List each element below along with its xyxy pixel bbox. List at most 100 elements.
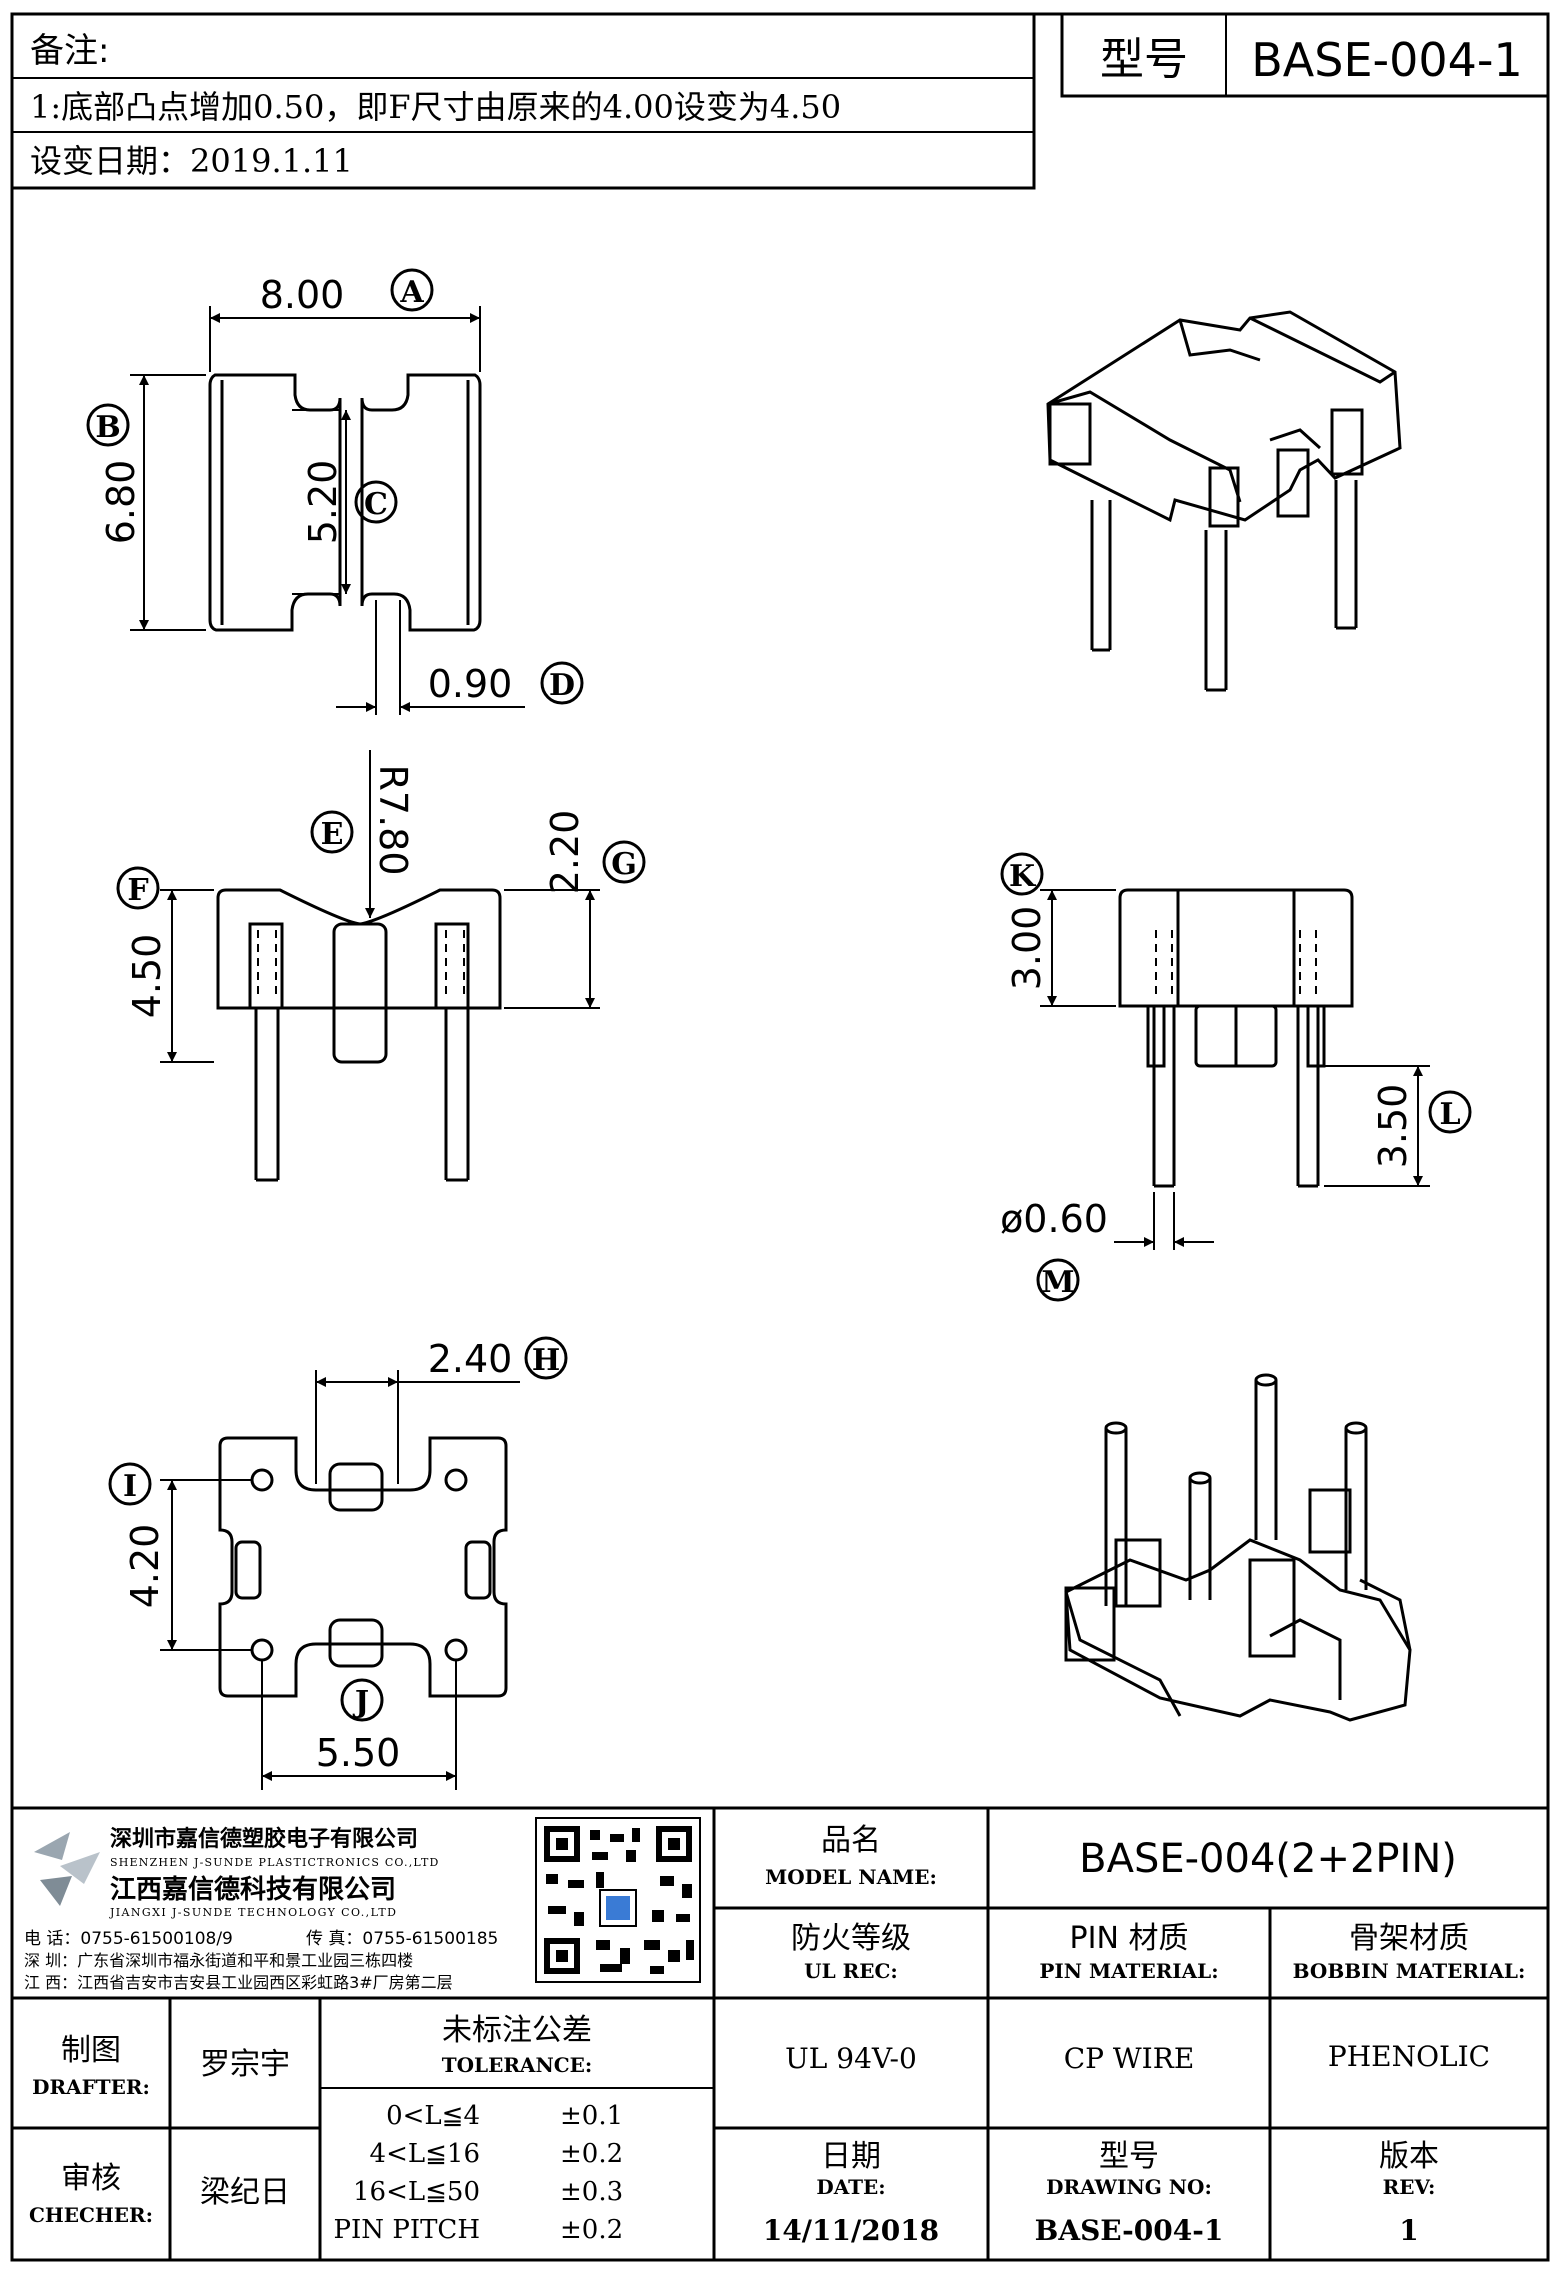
tolerance-label-cn: 未标注公差 (442, 2013, 592, 2048)
tol-range-3: 16<L≦50 (353, 2177, 480, 2207)
dim-m-value: ø0.60 (1000, 1197, 1108, 1241)
company-address-sz: 深 圳：广东省深圳市福永街道和平和景工业园三栋四楼 (24, 1951, 413, 1970)
dim-g-value: 2.20 (543, 810, 587, 895)
dim-m-tag-circle (1036, 1258, 1080, 1302)
ul-rec-value: UL 94V-0 (785, 2042, 917, 2075)
model-value: BASE-004-1 (1251, 33, 1523, 87)
dim-k-value: 3.00 (1005, 906, 1049, 991)
drafter-value: 罗宗宇 (200, 2047, 290, 2082)
date-label-cn: 日期 (821, 2139, 881, 2174)
model-name-label-en: MODEL NAME: (765, 1865, 937, 1889)
company-name-sz: 深圳市嘉信德塑胶电子有限公司 (110, 1826, 418, 1852)
front-view-labels: 4.50 F 2.20 G R7.80 E (116, 764, 646, 1019)
dim-h-value: 2.40 (428, 1337, 513, 1381)
bottom-view-labels: 2.40 H 4.20 I 5.50 J (108, 1336, 568, 1775)
company-fax: 传 真：0755-61500185 (306, 1929, 498, 1949)
dim-c-tag: C (364, 487, 388, 522)
notes-label: 备注: (30, 31, 109, 71)
dim-b-tag: B (95, 410, 120, 445)
bottom-view (218, 1436, 508, 1698)
dim-l-value: 3.50 (1371, 1084, 1415, 1169)
dim-f-value: 4.50 (125, 934, 169, 1019)
front-view-dims (160, 750, 600, 1063)
top-view-labels: 8.00 A 6.80 B 5.20 C 0.90 D (86, 268, 584, 706)
top-view (208, 373, 482, 632)
tol-range-2: 4<L≦16 (370, 2139, 480, 2169)
dim-b-tag-circle (86, 403, 130, 447)
dim-m-tag: M (1041, 1265, 1074, 1300)
ul-rec-label-en: UL REC: (804, 1959, 898, 1983)
checker-value: 梁纪日 (200, 2175, 290, 2210)
iso-view-bottom (1064, 1373, 1412, 1722)
tolerance-label-en: TOLERANCE: (442, 2053, 593, 2077)
dim-a-value: 8.00 (260, 273, 345, 317)
dim-l-tag: L (1439, 1097, 1460, 1132)
model-box: 型号 BASE-004-1 (1060, 12, 1550, 98)
top-view-dims (130, 306, 525, 715)
drafter-label-cn: 制图 (61, 2033, 121, 2068)
dim-a-tag: A (399, 275, 424, 310)
dim-a-tag-circle (390, 268, 434, 312)
company-address-jx: 江 西：江西省吉安市吉安县工业园西区彩虹路3#厂房第二层 (24, 1973, 453, 1992)
tol-range-1: 0<L≦4 (386, 2101, 480, 2131)
drawing-no-label-cn: 型号 (1099, 2139, 1159, 2174)
side-view (1118, 888, 1354, 1188)
pin-material-label-en: PIN MATERIAL: (1039, 1959, 1218, 1983)
dim-e-tag: E (321, 817, 344, 852)
dim-d-tag: D (549, 668, 575, 703)
model-name-value: BASE-004(2+2PIN) (1079, 1836, 1457, 1882)
dim-f-tag: F (127, 873, 148, 908)
dim-d-value: 0.90 (428, 662, 513, 706)
date-label-en: DATE: (816, 2175, 885, 2199)
dim-e-tag-circle (310, 810, 354, 854)
company-name-sz-en: SHENZHEN J-SUNDE PLASTICTRONICS CO.,LTD (110, 1856, 440, 1869)
dim-i-tag-circle (108, 1462, 152, 1506)
qr-code (535, 1817, 701, 1983)
drafter-label-en: DRAFTER: (32, 2075, 150, 2099)
dim-g-tag-circle (602, 840, 646, 884)
iso-view-top (1046, 310, 1402, 692)
dim-c-tag-circle (354, 480, 398, 524)
notes-block: 备注: 1:底部凸点增加0.50，即F尺寸由原来的4.00设变为4.50 设变日… (10, 12, 1036, 190)
checker-label-cn: 审核 (61, 2161, 121, 2196)
rev-label-cn: 版本 (1379, 2139, 1439, 2174)
title-block (12, 1806, 1548, 2260)
dim-g-tag: G (611, 847, 637, 882)
date-value: 14/11/2018 (763, 2214, 939, 2247)
bottom-view-dims (160, 1370, 520, 1790)
ul-rec-label-cn: 防火等级 (791, 1921, 911, 1956)
dim-d-tag-circle (540, 661, 584, 705)
drawing-no-label-en: DRAWING NO: (1046, 2175, 1212, 2199)
side-view-labels: 3.00 K 3.50 L ø0.60 M (1000, 852, 1472, 1302)
company-name-jx-en: JIANGXI J-SUNDE TECHNOLOGY CO.,LTD (109, 1906, 397, 1919)
company-block: 深圳市嘉信德塑胶电子有限公司 SHENZHEN J-SUNDE PLASTICT… (24, 1817, 701, 1992)
dim-c-value: 5.20 (301, 460, 345, 545)
change-date: 设变日期：2019.1.11 (30, 142, 353, 180)
model-name-label-cn: 品名 (821, 1823, 881, 1858)
note-line-1: 1:底部凸点增加0.50，即F尺寸由原来的4.00设变为4.50 (30, 88, 841, 126)
dim-k-tag: K (1009, 859, 1036, 894)
dim-i-value: 4.20 (123, 1524, 167, 1609)
dim-k-tag-circle (1000, 852, 1044, 896)
bobbin-material-label-cn: 骨架材质 (1349, 1921, 1469, 1956)
bobbin-material-value: PHENOLIC (1328, 2040, 1490, 2073)
title-block-text: 品名 MODEL NAME: BASE-004(2+2PIN) 防火等级 UL … (29, 1823, 1525, 2247)
pin-material-label-cn: PIN 材质 (1070, 1921, 1189, 1956)
drawing-no-value: BASE-004-1 (1035, 2214, 1224, 2247)
company-logo (34, 1832, 100, 1906)
model-label: 型号 (1100, 34, 1188, 85)
tol-value-3: ±0.3 (560, 2177, 623, 2207)
dim-h-tag: H (532, 1343, 560, 1378)
checker-label-en: CHECHER: (29, 2203, 153, 2227)
company-name-jx: 江西嘉信德科技有限公司 (110, 1875, 396, 1905)
rev-value: 1 (1399, 2214, 1418, 2247)
tol-value-2: ±0.2 (560, 2139, 623, 2169)
dim-j-tag: J (352, 1685, 369, 1720)
dim-f-tag-circle (116, 866, 160, 910)
dim-l-tag-circle (1428, 1090, 1472, 1134)
dim-j-tag-circle (340, 1678, 384, 1722)
tol-value-4: ±0.2 (560, 2215, 623, 2245)
dim-e-value: R7.80 (371, 764, 415, 875)
dim-j-value: 5.50 (316, 1731, 401, 1775)
